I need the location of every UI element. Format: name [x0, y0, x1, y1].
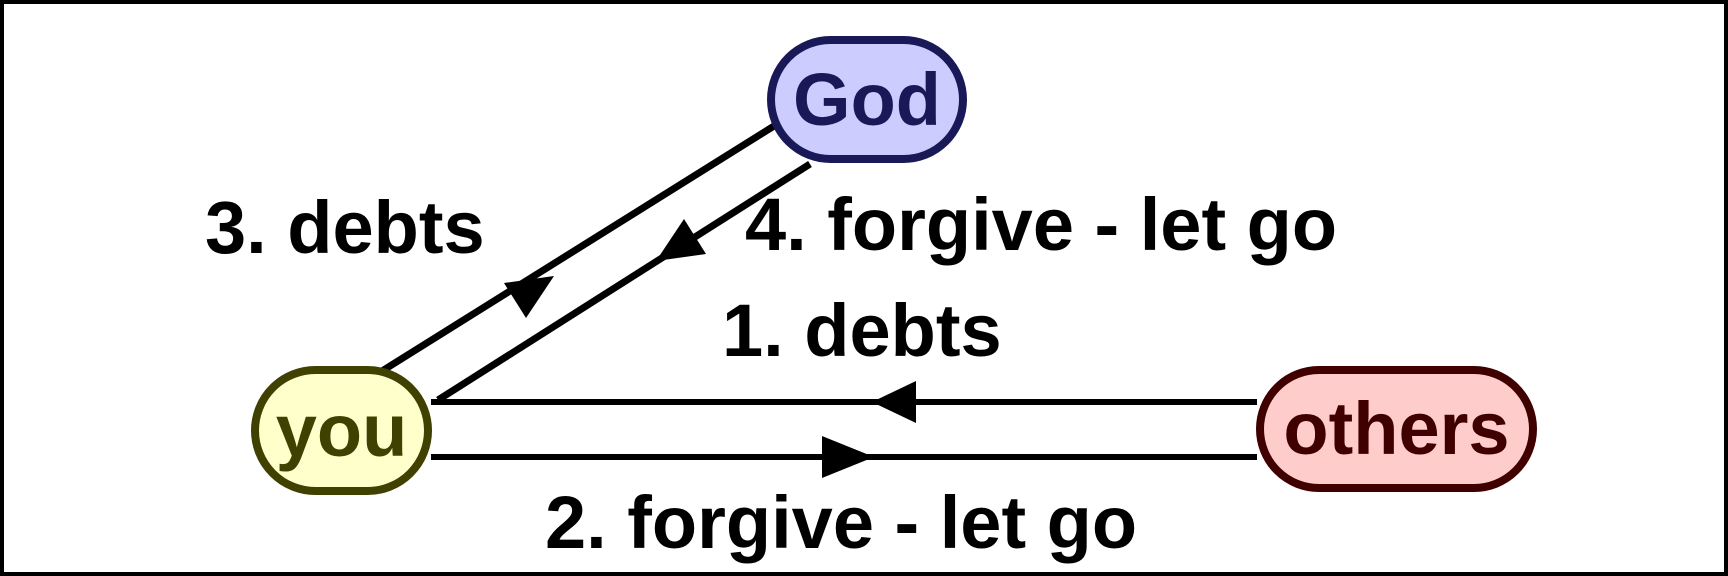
edge-label-debts-you-to-god: 3. debts — [205, 186, 485, 269]
node-others-label: others — [1283, 387, 1510, 470]
edge-label-forgive-you-to-others: 2. forgive - let go — [545, 481, 1138, 564]
edge-god-to-you — [436, 161, 812, 403]
node-others: others — [1256, 366, 1537, 492]
arrowhead-right-icon — [822, 436, 874, 478]
arrowhead-up-right-icon — [504, 276, 554, 318]
node-god: God — [767, 36, 967, 163]
edge-line-you-to-god — [380, 123, 776, 374]
edge-line-god-to-you — [436, 161, 812, 403]
edge-you-to-others — [431, 436, 1257, 478]
edge-others-to-you — [431, 381, 1257, 423]
edge-you-to-god — [380, 123, 776, 374]
edge-label-forgive-god-to-you: 4. forgive - let go — [745, 183, 1338, 266]
arrowhead-left-icon — [872, 381, 916, 423]
node-you: you — [251, 366, 432, 495]
node-you-label: you — [275, 388, 408, 472]
arrowhead-down-left-icon — [656, 219, 706, 261]
edge-label-debts-others-to-you: 1. debts — [722, 289, 1002, 372]
edges-layer — [380, 123, 1257, 478]
node-god-label: God — [793, 57, 941, 141]
